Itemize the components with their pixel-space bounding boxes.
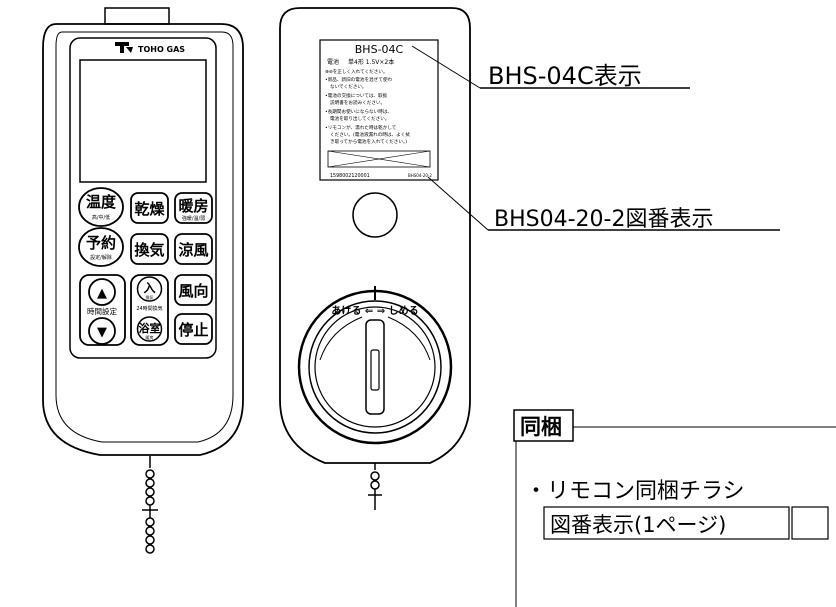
- button-grid: 温度 高/中/低 乾燥 暖房 強暖/温/弱 予約 設定/解除 換気 涼風: [78, 187, 213, 346]
- label-line: ⊕⊖を正しく入れてください。: [325, 68, 388, 75]
- front-face-panel: [69, 37, 217, 359]
- dry-button[interactable]: 乾燥: [130, 192, 169, 224]
- label-line: ください。(電池液漏れの時は、よく拭: [330, 131, 410, 138]
- dial-text: あける ⇐ ⇒ しめる: [331, 304, 418, 317]
- on-button[interactable]: 入 換気: [136, 276, 163, 302]
- time-set-label: 時間設定: [87, 306, 117, 316]
- stop-button-label: 停止: [178, 321, 208, 339]
- callout-model-text: BHS-04C表示: [488, 62, 642, 90]
- wind-direction-label: 風向: [178, 282, 208, 300]
- callout-model: BHS-04C表示: [411, 45, 690, 90]
- front-top-clip: [104, 7, 170, 25]
- bath-button[interactable]: 浴室 暖房: [136, 316, 163, 342]
- front-strap: [142, 456, 158, 554]
- heat-button-sub: 強暖/温/弱: [182, 215, 205, 222]
- down-arrow-icon: ▼: [97, 325, 107, 340]
- bundle-title-box: [513, 409, 574, 442]
- on-button-sub: 換気: [146, 294, 154, 300]
- dry-button-label: 乾燥: [134, 200, 165, 218]
- bundle-item: ・リモコン同梱チラシ: [525, 479, 745, 504]
- down-button[interactable]: ▼: [88, 317, 116, 345]
- lcd-screen: [79, 59, 207, 183]
- front-body: [42, 23, 244, 456]
- cool-button-label: 涼風: [178, 241, 208, 259]
- back-remote: BHS-04C 電池 単4形 1.5V×2本 ⊕⊖を正しく入れてください。 •新…: [279, 7, 471, 464]
- bundle-subitem: 図番表示(1ページ): [550, 513, 726, 537]
- bath-button-label: 浴室: [139, 321, 161, 335]
- bundle-title: 同梱: [520, 415, 562, 439]
- vent24-label: 24時間換気: [136, 305, 162, 312]
- label-battery-title: 電池: [327, 58, 339, 66]
- up-button[interactable]: ▲: [88, 278, 116, 306]
- label-line: •長期間お使いにならない時は、: [325, 108, 392, 115]
- vent-mode-block: 入 換気 24時間換気 浴室 暖房: [130, 274, 169, 346]
- battery-cover-dial[interactable]: あける ⇐ ⇒ しめる: [297, 286, 453, 445]
- vent-button-label: 換気: [134, 241, 164, 259]
- reserve-button[interactable]: 予約 設定/解除: [78, 227, 124, 267]
- label-line: ないでください。: [330, 83, 367, 90]
- temp-button-label: 温度: [86, 193, 117, 211]
- label-battery-spec: 単4形 1.5V×2本: [348, 58, 394, 66]
- label-line: •リモコンが、濡れた時は乾かして: [325, 124, 397, 131]
- barcode-number: 1598002120001: [330, 173, 370, 179]
- bundle-section: 同梱 ・リモコン同梱チラシ 図番表示(1ページ): [513, 409, 836, 607]
- back-body: [279, 7, 471, 464]
- temp-button-sub: 高/中/低: [92, 214, 110, 221]
- label-line: •新品、新旧の電池を混ぜて使わ: [325, 76, 393, 83]
- bundle-checkbox: [791, 506, 829, 540]
- brand-logo: [115, 42, 133, 53]
- bundle-subitem-box: [543, 506, 790, 540]
- wind-direction-button[interactable]: 風向: [174, 274, 213, 306]
- barcode-box: [327, 150, 431, 168]
- label-lines: ⊕⊖を正しく入れてください。 •新品、新旧の電池を混ぜて使わ ないでください。 …: [325, 68, 410, 145]
- reserve-button-sub: 設定/解除: [90, 254, 112, 261]
- dial-grip: [365, 319, 385, 415]
- bath-button-sub: 暖房: [146, 334, 154, 340]
- temp-button[interactable]: 温度 高/中/低: [78, 187, 124, 227]
- up-arrow-icon: ▲: [97, 286, 107, 301]
- callout-drawing-number-text: BHS04-20-2図番表示: [494, 207, 713, 232]
- front-bevel: [55, 31, 234, 443]
- label-line: 電池を取り出してください。: [330, 115, 389, 122]
- vent-button[interactable]: 換気: [130, 233, 169, 265]
- stop-button[interactable]: 停止: [174, 313, 213, 345]
- on-button-label: 入: [143, 281, 155, 295]
- time-set-block: ▲ 時間設定 ▼: [79, 274, 126, 346]
- battery-label: [319, 39, 439, 181]
- label-model: BHS-04C: [355, 43, 404, 56]
- label-line: •電池の交換については、取扱: [325, 92, 388, 99]
- back-hole: [352, 192, 398, 238]
- brand-name: TOHO GAS: [138, 45, 185, 54]
- back-strap: [368, 463, 382, 510]
- label-line: き取ってから電池を入れてください。): [330, 138, 407, 145]
- reserve-button-label: 予約: [86, 234, 116, 252]
- heat-button-label: 暖房: [178, 197, 208, 215]
- heat-button[interactable]: 暖房 強暖/温/弱: [174, 192, 213, 224]
- callout-drawing-number: BHS04-20-2図番表示: [427, 176, 780, 232]
- front-remote: TOHO GAS: [42, 7, 244, 456]
- cool-button[interactable]: 涼風: [174, 233, 213, 265]
- label-line: 説明書をお読みください。: [330, 99, 385, 106]
- label-part-number: BHS04-20-2: [408, 173, 432, 178]
